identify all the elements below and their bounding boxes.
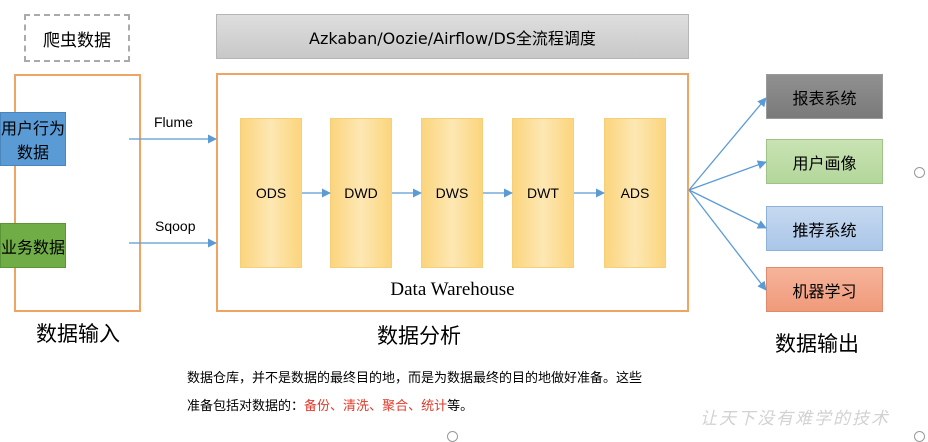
sqoop-label: Sqoop — [155, 218, 196, 234]
data-output-caption: 数据输出 — [775, 332, 859, 356]
output-report-label: 报表系统 — [792, 88, 857, 108]
handle-dot-bottom-center — [447, 431, 458, 442]
note-highlight-backup: 备份 — [304, 399, 331, 414]
layer-dwd-label: DWD — [344, 185, 378, 201]
watermark: 让天下没有难学的技术 — [700, 409, 890, 429]
output-machine-learning: 机器学习 — [766, 267, 883, 312]
crawler-data-label: 爬虫数据 — [43, 30, 111, 51]
layer-ads-label: ADS — [620, 185, 650, 201]
output-profile-label: 用户画像 — [792, 153, 857, 173]
scheduler-label: Azkaban/Oozie/Airflow/DS全流程调度 — [309, 28, 596, 48]
flume-label: Flume — [154, 114, 193, 130]
output-recommendation-system: 推荐系统 — [766, 206, 883, 251]
scheduler-bar: Azkaban/Oozie/Airflow/DS全流程调度 — [216, 14, 689, 59]
data-warehouse-label: Data Warehouse — [390, 279, 515, 300]
note-separator-1: 、 — [330, 399, 344, 414]
layer-ads: ADS — [604, 118, 666, 268]
layer-ods-label: ODS — [255, 185, 287, 201]
note-suffix: 等。 — [447, 399, 474, 414]
data-warehouse-frame — [216, 73, 689, 312]
data-analysis-caption: 数据分析 — [377, 324, 461, 348]
layer-dwt-label: DWT — [527, 185, 559, 201]
output-report-system: 报表系统 — [766, 74, 883, 119]
layer-dws: DWS — [421, 118, 483, 268]
note-highlight-aggregate: 聚合 — [382, 399, 409, 414]
data-input-frame — [14, 74, 141, 312]
to-report-arrow — [688, 97, 767, 191]
layer-ods: ODS — [240, 118, 302, 268]
data-input-caption: 数据输入 — [36, 322, 120, 346]
business-data-box: 业务数据 — [0, 223, 67, 268]
user-behavior-label-line1: 用户行为 — [1, 119, 66, 138]
layer-dwd: DWD — [330, 118, 392, 268]
user-behavior-label-line2: 数据 — [17, 143, 50, 162]
note-line-1: 数据仓库，并不是数据的最终目的地，而是为数据最终的目的地做好准备。这些 — [187, 371, 643, 386]
to-recommend-arrow — [688, 189, 767, 229]
note-separator-3: 、 — [408, 399, 422, 414]
output-ml-label: 机器学习 — [792, 281, 857, 301]
note-prefix: 准备包括对数据的： — [187, 399, 305, 414]
to-profile-arrow — [688, 160, 767, 191]
handle-dot-right — [914, 167, 925, 178]
handle-dot-bottom-right — [914, 431, 925, 442]
crawler-data-box: 爬虫数据 — [24, 14, 130, 62]
note-separator-2: 、 — [369, 399, 383, 414]
output-recommendation-label: 推荐系统 — [792, 220, 857, 240]
user-behavior-data-box: 用户行为 数据 — [0, 112, 67, 166]
business-data-label: 业务数据 — [1, 237, 66, 257]
note-highlight-clean: 清洗 — [343, 399, 370, 414]
to-ml-arrow — [688, 189, 767, 291]
note-highlight-statistics: 统计 — [421, 399, 448, 414]
layer-dws-label: DWS — [435, 185, 469, 201]
note-line-2: 准备包括对数据的：备份、清洗、聚合、统计等。 — [187, 393, 473, 421]
output-user-profile: 用户画像 — [766, 139, 883, 184]
